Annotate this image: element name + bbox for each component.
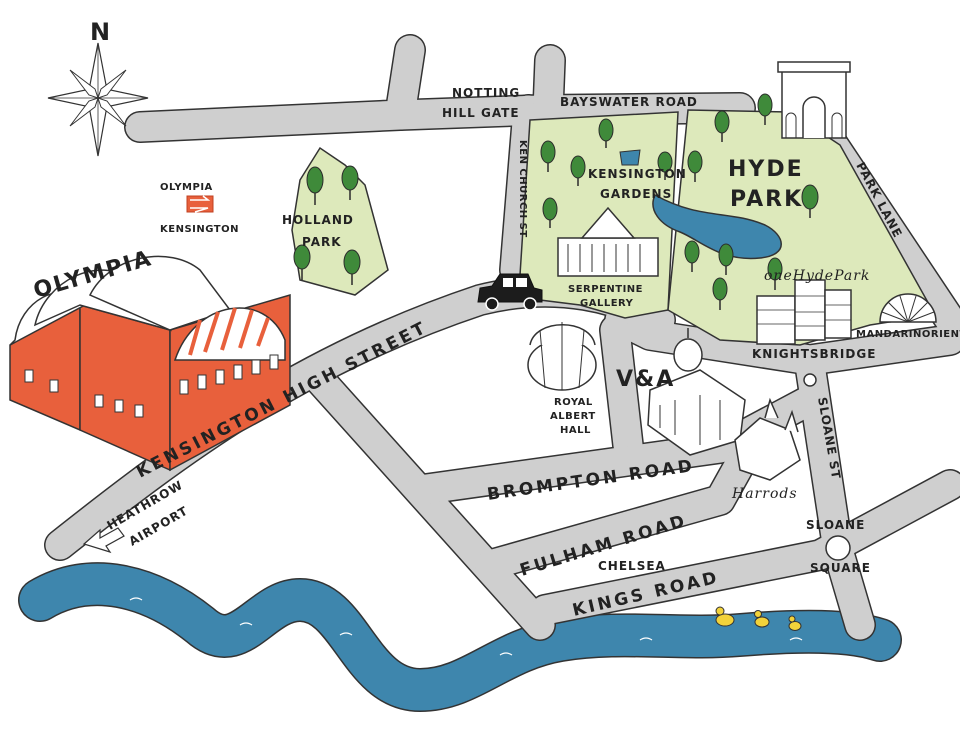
label-olympia-station-line1: OLYMPIA xyxy=(160,182,213,193)
label-royal-albert-line2: ALBERT xyxy=(550,411,596,422)
label-sloane-square-line1: SLOANE xyxy=(806,518,865,532)
trees xyxy=(293,93,819,310)
tree-icon xyxy=(801,184,819,218)
tree-icon xyxy=(341,165,359,200)
label-holland-park-line1: HOLLAND xyxy=(282,213,354,227)
tree-icon xyxy=(757,93,773,125)
olympia-building xyxy=(9,255,291,472)
label-bayswater-road: BAYSWATER ROAD xyxy=(560,95,698,109)
tree-icon xyxy=(598,118,614,148)
label-knightsbridge: KNIGHTSBRIDGE xyxy=(752,347,876,361)
compass-north-label: N xyxy=(90,18,111,46)
tree-icon xyxy=(687,150,703,182)
tree-icon xyxy=(306,166,324,205)
label-serpentine-gallery-line2: GALLERY xyxy=(580,298,634,309)
tree-icon xyxy=(684,240,700,272)
serpentine-gallery-building xyxy=(557,206,659,277)
river-thames xyxy=(18,562,902,713)
compass-rose-icon xyxy=(47,42,149,157)
label-kensington-gardens-line2: GARDENS xyxy=(600,187,672,201)
duck-icon xyxy=(788,615,802,631)
national-rail-icon xyxy=(186,195,214,213)
tree-icon xyxy=(657,151,673,180)
label-notting-hill-gate-line1: NOTTING xyxy=(452,86,520,100)
tree-icon xyxy=(570,155,586,186)
label-kensington-gardens-line1: KENSINGTON xyxy=(588,167,687,181)
label-olympia-station-line2: KENSINGTON xyxy=(160,224,239,235)
label-hyde-park-line1: HYDE xyxy=(728,157,804,182)
royal-albert-hall-building xyxy=(527,322,597,391)
label-hyde-park-line2: PARK xyxy=(730,187,803,212)
tree-icon xyxy=(542,197,558,228)
duck-icon xyxy=(715,606,735,627)
label-sloane-square-line2: SQUARE xyxy=(810,561,871,575)
tree-icon xyxy=(293,244,311,280)
harrods-building xyxy=(734,397,801,481)
river-water xyxy=(19,563,901,711)
label-one-hyde-park: oneHydePark xyxy=(764,268,870,284)
road-network xyxy=(44,34,960,641)
tree-icon xyxy=(714,110,730,142)
label-harrods: Harrods xyxy=(731,486,798,502)
serpentine-lake xyxy=(652,193,782,260)
tree-icon xyxy=(767,257,783,290)
tree-icon xyxy=(540,140,556,172)
label-royal-albert-line3: HALL xyxy=(560,425,591,436)
label-va: V&A xyxy=(616,367,675,392)
tree-icon xyxy=(343,249,361,285)
label-chelsea: CHELSEA xyxy=(598,559,666,573)
va-museum-building xyxy=(647,328,746,456)
one-hyde-park-building xyxy=(756,279,852,345)
marble-arch-building xyxy=(777,61,851,139)
tree-icon xyxy=(712,277,728,310)
tree-icon xyxy=(718,243,734,275)
label-ken-church-st: KEN CHURCH ST xyxy=(517,140,528,238)
duck-icon xyxy=(754,610,770,628)
label-royal-albert-line1: ROYAL xyxy=(554,397,593,408)
black-cab-icon xyxy=(477,273,543,311)
left-arrow-icon xyxy=(82,527,125,554)
label-notting-hill-gate-line2: HILL GATE xyxy=(442,106,520,120)
mandarin-oriental-fan-icon xyxy=(879,293,937,323)
label-serpentine-gallery-line1: SERPENTINE xyxy=(568,284,643,295)
label-mandarin-oriental: MANDARINORIENTAL xyxy=(856,329,960,340)
flag-marker xyxy=(619,149,641,166)
label-holland-park-line2: PARK xyxy=(302,235,342,249)
